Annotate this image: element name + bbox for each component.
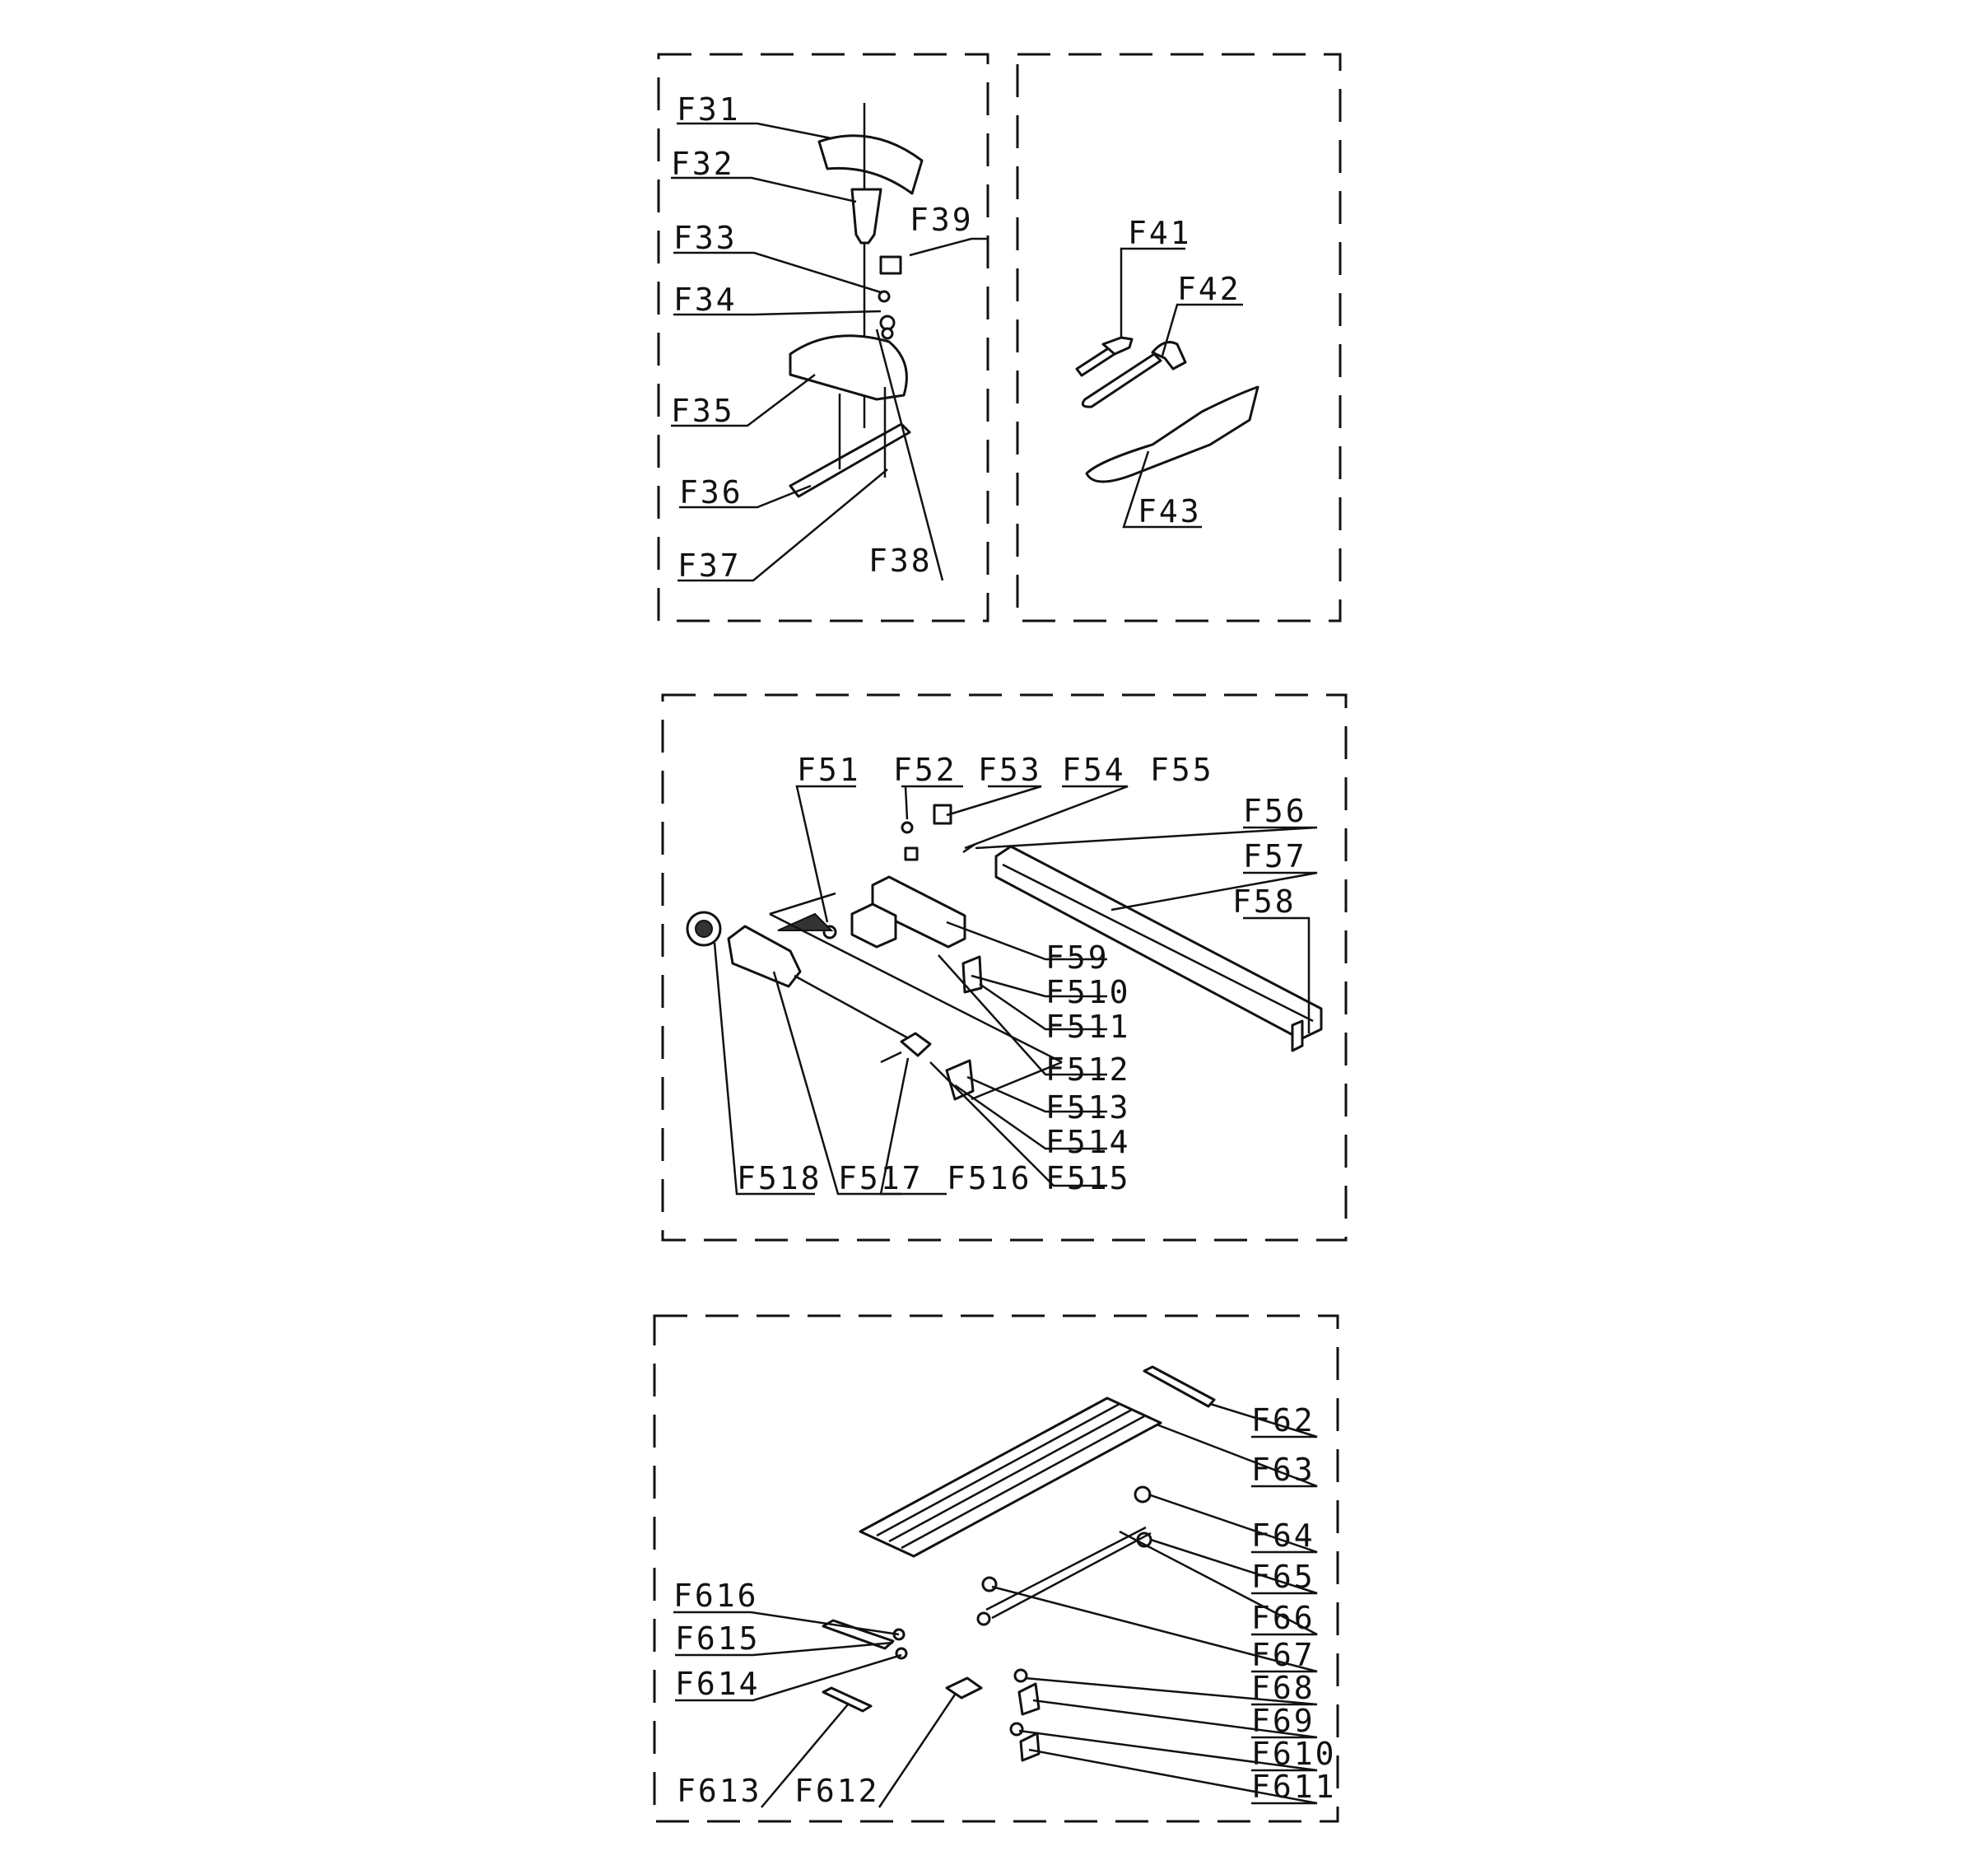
label-f52: F52 <box>893 752 957 788</box>
push-stick <box>1085 385 1259 483</box>
label-f67: F67 <box>1251 1637 1315 1673</box>
label-f66: F66 <box>1251 1600 1315 1636</box>
label-f514: F514 <box>1045 1124 1131 1160</box>
label-f39: F39 <box>910 202 974 238</box>
rail-bracket <box>945 1676 983 1699</box>
label-f65: F65 <box>1251 1559 1315 1595</box>
label-f36: F36 <box>679 474 743 511</box>
section-f6-labels: F62 F63 F64 F65 F66 F67 F68 F69 F610 F61… <box>673 1402 1337 1809</box>
label-f512: F512 <box>1045 1051 1131 1088</box>
spanner-wrench <box>1081 352 1162 408</box>
label-f511: F511 <box>1045 1009 1131 1045</box>
label-f54: F54 <box>1062 752 1126 788</box>
label-f56: F56 <box>1243 793 1307 829</box>
box-tools <box>1016 53 1342 622</box>
scale-plate <box>817 134 924 195</box>
section-f4-labels: F41 F42 F43 <box>1128 215 1241 529</box>
label-f34: F34 <box>673 282 738 318</box>
label-f53: F53 <box>978 752 1042 788</box>
label-f37: F37 <box>677 548 742 584</box>
guide-bar <box>789 422 911 498</box>
label-f43: F43 <box>1138 493 1202 529</box>
label-f51: F51 <box>797 752 861 788</box>
label-f41: F41 <box>1128 215 1192 251</box>
label-f57: F57 <box>1243 838 1307 874</box>
label-f515: F515 <box>1045 1160 1131 1196</box>
miter-gauge-drawing <box>789 103 924 498</box>
label-f42: F42 <box>1177 271 1241 307</box>
label-f31: F31 <box>677 91 741 128</box>
scale-strip <box>822 1686 873 1713</box>
label-f517: F517 <box>838 1160 924 1196</box>
label-f616: F616 <box>673 1578 759 1614</box>
label-f32: F32 <box>671 146 735 182</box>
label-f38: F38 <box>868 543 933 579</box>
fence-head <box>850 902 897 949</box>
label-f613: F613 <box>677 1773 762 1809</box>
label-f68: F68 <box>1251 1670 1315 1706</box>
fence-handle <box>727 925 802 988</box>
rails-drawing <box>822 1365 1216 1762</box>
label-f55: F55 <box>1150 752 1214 788</box>
label-f513: F513 <box>1045 1089 1131 1126</box>
stop-block <box>879 255 902 275</box>
label-f610: F610 <box>1251 1736 1337 1772</box>
label-f33: F33 <box>673 220 738 256</box>
rip-fence-drawing <box>686 804 1323 1101</box>
rail-end-cap <box>1143 1365 1216 1408</box>
label-f69: F69 <box>1251 1703 1315 1739</box>
label-f510: F510 <box>1045 974 1131 1010</box>
handle-knob <box>850 188 882 245</box>
label-f615: F615 <box>675 1620 761 1657</box>
box-rails <box>653 1314 1339 1823</box>
label-f35: F35 <box>671 393 735 429</box>
box-miter-gauge <box>657 53 989 622</box>
label-f63: F63 <box>1251 1452 1315 1488</box>
label-f59: F59 <box>1045 939 1110 976</box>
rail-insert <box>822 1619 895 1650</box>
label-f64: F64 <box>1251 1518 1315 1554</box>
label-f611: F611 <box>1251 1769 1337 1805</box>
label-f516: F516 <box>947 1160 1032 1196</box>
tools-drawing <box>1075 336 1259 483</box>
leader-lines <box>671 122 1318 1808</box>
label-f58: F58 <box>1232 884 1297 920</box>
hex-key <box>1075 346 1116 377</box>
section-f3-labels: F31 F32 F33 F34 F35 F36 F37 F38 F39 <box>671 91 974 584</box>
label-f612: F612 <box>794 1773 880 1809</box>
gauge-body <box>789 334 908 401</box>
label-f518: F518 <box>737 1160 822 1196</box>
label-f614: F614 <box>675 1666 761 1702</box>
section-f5-labels: F51 F52 F53 F54 F55 F56 F57 F58 F59 F510… <box>737 752 1307 1196</box>
label-f62: F62 <box>1251 1402 1315 1438</box>
